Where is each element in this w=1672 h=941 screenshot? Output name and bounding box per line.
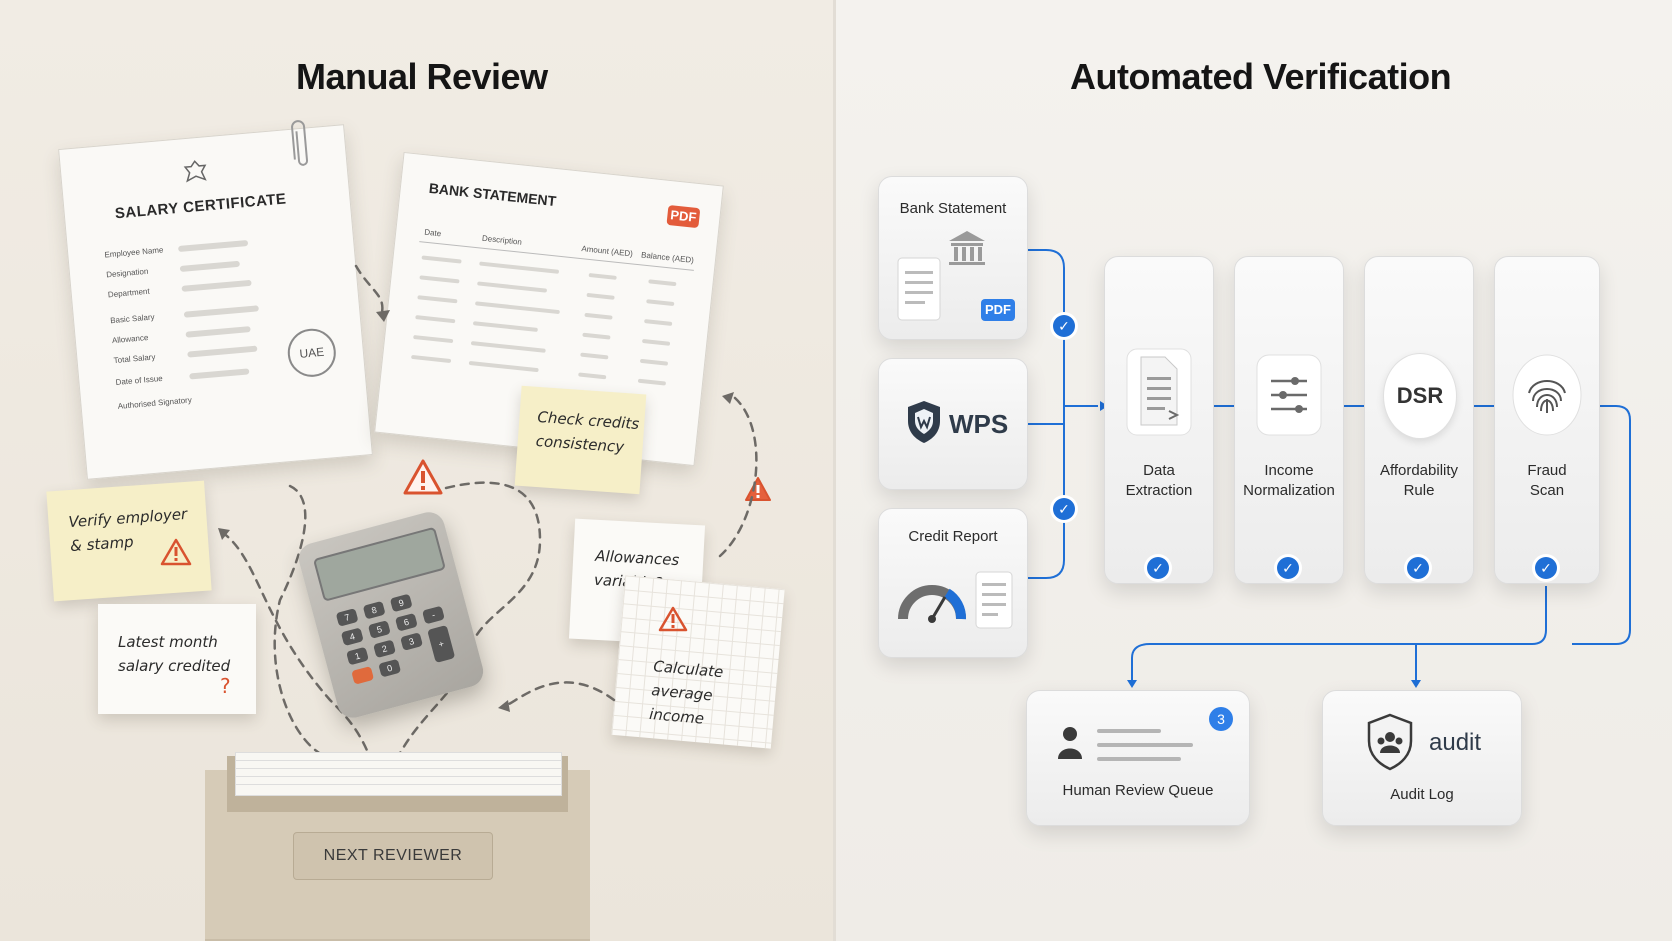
person-icon — [1058, 727, 1082, 759]
paperclip-icon — [291, 120, 309, 166]
document-icon — [897, 257, 941, 321]
audit-log-label: Audit Log — [1390, 786, 1454, 803]
shield-icon — [908, 401, 940, 443]
manual-review-panel: Manual Review SALARY CERTIFICATE Employe… — [0, 0, 834, 941]
check-icon: ✓ — [1053, 498, 1075, 520]
bank-statement-source-label: Bank Statement — [899, 200, 1007, 217]
credit-report-source-card: Credit Report — [878, 508, 1028, 658]
human-review-queue-label: Human Review Queue — [1062, 782, 1214, 799]
pdf-badge: PDF — [981, 299, 1015, 321]
step-affordability-rule: DSR Affordability Rule — [1364, 256, 1474, 584]
fingerprint-icon — [1512, 354, 1582, 436]
gauge-icon — [898, 585, 966, 623]
dashed-flow-arrows — [218, 264, 758, 810]
automated-verification-panel: Automated Verification — [836, 0, 1672, 941]
warning-icon — [160, 538, 192, 566]
calculator-key: + — [427, 624, 456, 664]
step-fraud-scan: Fraud Scan — [1494, 256, 1600, 584]
check-icon: ✓ — [1407, 557, 1429, 579]
check-icon: ✓ — [1053, 315, 1075, 337]
step-fraud-scan-label: Fraud Scan — [1527, 462, 1567, 499]
note-latest-month-text: Latest month salary credited — [118, 633, 231, 675]
dsr-icon: DSR — [1383, 353, 1457, 439]
check-icon: ✓ — [1277, 557, 1299, 579]
next-reviewer-label: NEXT REVIEWER — [293, 832, 493, 880]
step-income-normalization: Income Normalization — [1234, 256, 1344, 584]
calculator-key: 6 — [394, 612, 418, 632]
check-icon: ✓ — [1535, 557, 1557, 579]
document-extract-icon — [1126, 348, 1192, 436]
calculator-key: 5 — [367, 620, 391, 639]
calculator-key: 3 — [400, 632, 424, 651]
calculator-key: 9 — [389, 593, 413, 613]
audit-log-card: audit Audit Log — [1322, 690, 1522, 826]
step-income-normalization-label: Income Normalization — [1243, 462, 1335, 499]
sliders-icon — [1256, 354, 1322, 436]
calculator-key-clear — [351, 666, 375, 685]
wps-label: WPS — [949, 409, 1009, 439]
question-mark: ? — [220, 674, 231, 698]
step-affordability-rule-label: Affordability Rule — [1379, 462, 1459, 499]
calculator-key: - — [421, 605, 445, 625]
audit-icon-text: audit — [1429, 729, 1482, 756]
report-icon — [975, 571, 1013, 629]
manual-review-title: Manual Review — [296, 56, 548, 97]
calculator-key: 0 — [378, 658, 402, 678]
calculator-key: 2 — [373, 639, 397, 659]
audit-shield-icon — [1367, 713, 1413, 771]
panel-divider — [833, 0, 836, 941]
wps-source-card: WPS — [878, 358, 1028, 490]
dsr-icon-text: DSR — [1396, 383, 1444, 408]
calculator-key: 1 — [346, 646, 369, 666]
automated-verification-title: Automated Verification — [1070, 56, 1452, 97]
calculator-screen — [312, 526, 447, 602]
queue-count-badge: 3 — [1209, 707, 1233, 731]
credit-report-label: Credit Report — [908, 528, 998, 545]
calculator-key: 8 — [362, 600, 386, 620]
warning-icon — [745, 477, 771, 501]
warning-icon — [403, 459, 443, 495]
emblem-icon — [183, 160, 207, 183]
salary-certificate: SALARY CERTIFICATE Employee Name Designa… — [58, 120, 373, 480]
note-latest-month: Latest month salary credited ? — [98, 604, 256, 714]
warning-icon — [658, 606, 688, 632]
bank-icon — [949, 231, 985, 265]
calculator-key: 4 — [340, 627, 364, 647]
bank-statement-source-card: Bank Statement PDF — [878, 176, 1028, 340]
human-review-queue-card: 3 Human Review Queue — [1026, 690, 1250, 826]
next-reviewer-box: NEXT REVIEWER — [205, 752, 590, 941]
check-icon: ✓ — [1147, 557, 1169, 579]
step-data-extraction: Data Extraction — [1104, 256, 1214, 584]
calculator-key: 7 — [335, 608, 359, 627]
step-data-extraction-label: Data Extraction — [1125, 462, 1193, 499]
